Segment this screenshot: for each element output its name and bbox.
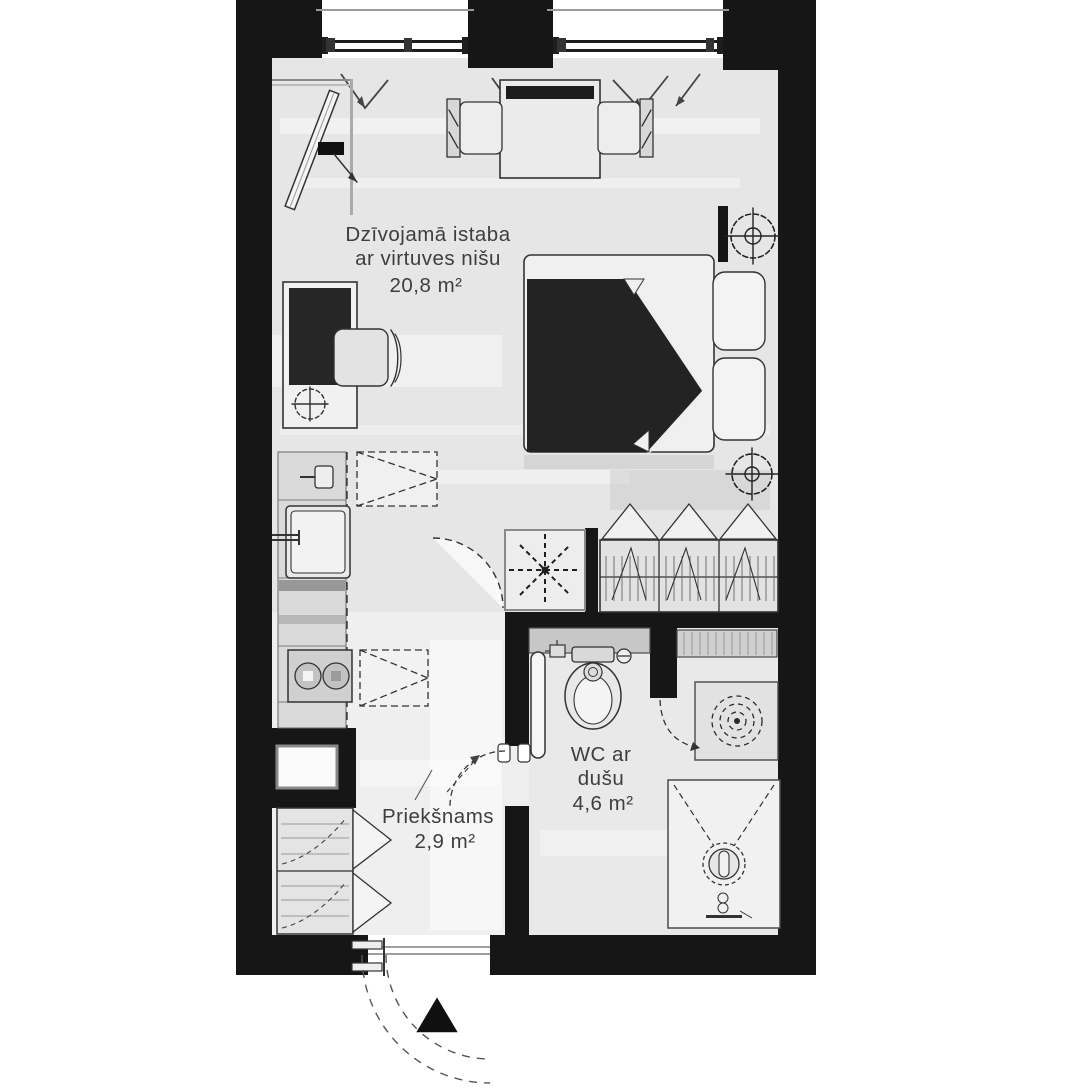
washer-valve-glyph: [706, 892, 753, 919]
niche-line-vertical: [350, 79, 353, 215]
wc-label-line2: dušu: [578, 767, 624, 790]
wall-right: [778, 0, 816, 975]
wc-door: [449, 743, 531, 807]
ventilation-asterisk-icon: [509, 534, 581, 606]
bed-duvet: [527, 279, 704, 452]
upper-cabinet-icon-1: [356, 451, 438, 507]
entrance-swing-arc-inner: [385, 954, 491, 1060]
walls: [236, 0, 816, 975]
hall-label: Priekšnams: [382, 805, 494, 828]
dining-table-dark-strip: [506, 86, 594, 99]
living-room-area: 20,8 m²: [390, 274, 463, 297]
pillow-icon-2: [712, 357, 766, 441]
wall-wc-left-upper: [505, 618, 529, 746]
window-a-icon: [322, 37, 468, 54]
wall-wc-pier: [650, 628, 677, 698]
entrance-door-icon: [351, 938, 385, 976]
wc-tap-icon: [545, 640, 566, 658]
floor-vent-desk-icon: [291, 386, 329, 422]
upper-cabinet-icon-2: [359, 649, 429, 707]
hall-area: 2,9 m²: [414, 830, 475, 853]
counter-shadow-1: [279, 580, 345, 591]
wardrobe-icon: [599, 502, 779, 613]
window-b-icon: [553, 37, 723, 54]
window-b-sill: [547, 9, 729, 11]
niche-line-2: [272, 84, 352, 86]
wardrobe-door-triangle-2: [659, 502, 719, 540]
toilet-icon: [564, 646, 622, 730]
electrical-cabinet-icon: [275, 744, 339, 790]
wc-door-swing-arc: [449, 750, 506, 807]
wc-label-line1: WC ar: [571, 743, 632, 766]
cabinet-door-triangle-2: [352, 871, 393, 934]
pillow-icon-1: [712, 271, 766, 351]
kitchen-sink-icon: [272, 505, 351, 579]
ceiling-vent-icon-top: [724, 207, 782, 265]
shower-icon: [694, 681, 779, 761]
wall-wc-left-lower: [505, 806, 529, 935]
windows: [316, 0, 729, 112]
niche-line-1: [272, 79, 352, 81]
wc-area: 4,6 m²: [572, 792, 633, 815]
wc-shelf-icon: [676, 629, 778, 658]
hall-label-leader-solid: [414, 769, 433, 801]
wardrobe-door-triangle-1: [600, 502, 660, 540]
entrance: [351, 935, 491, 1084]
washing-machine-icon: [667, 779, 781, 929]
living-room: [272, 79, 782, 501]
wall-tap-icon: [300, 465, 334, 489]
room-labels: Dzīvojamā istaba ar virtuves nišu 20,8 m…: [345, 223, 633, 853]
hallway: [275, 743, 531, 935]
shower-drain-spiral-icon: [711, 695, 763, 747]
desk-chair-icon: [333, 328, 402, 387]
wall-bed-pier: [718, 206, 728, 262]
cabinet-door-triangle-1: [352, 808, 393, 871]
entrance-arrow-icon: [413, 994, 461, 1034]
ceiling-vent-icon-bottom: [725, 447, 779, 501]
hob-icon: [287, 649, 353, 703]
wall-top-pier: [468, 0, 553, 68]
storage-middle: [504, 502, 779, 613]
board-swing-arrowhead: [348, 172, 357, 182]
folding-board-icon: [284, 89, 340, 211]
wardrobe-door-triangle-3: [718, 502, 778, 540]
wall-vent-pier: [585, 528, 598, 612]
hall-label-leader-dashed: [446, 756, 479, 793]
window-a-sill: [316, 9, 474, 11]
living-room-label-line1: Dzīvojamā istaba: [345, 223, 510, 246]
hall-leader-arrowhead: [470, 755, 480, 765]
board-handle: [318, 142, 344, 155]
wall-top-left: [236, 0, 322, 58]
kitchen: [272, 451, 504, 729]
towel-radiator-icon: [530, 651, 546, 759]
duvet-fold-corner-bottom: [632, 428, 650, 453]
wc-room: [528, 627, 781, 929]
counter-shadow-2: [279, 615, 345, 624]
shower-door-arrowhead: [690, 742, 700, 751]
dining-chair-left-icon: [446, 98, 503, 158]
drain-valve-icon: [616, 648, 632, 664]
entrance-opening: [368, 935, 490, 975]
living-hall-door-swing-arc: [432, 537, 504, 609]
dining-chair-right-icon: [597, 98, 654, 158]
wall-bottom-right: [490, 935, 816, 975]
wall-wc-top: [505, 612, 778, 628]
shoe-cabinet-icon: [276, 807, 393, 935]
duvet-fold-line: [627, 277, 706, 454]
wall-bottom-left: [236, 935, 368, 975]
duvet-fold-corner-top: [623, 278, 645, 296]
wall-left: [236, 0, 272, 975]
hanger-zigzags: [611, 546, 761, 601]
living-room-label-line2: ar virtuves nišu: [355, 247, 501, 270]
